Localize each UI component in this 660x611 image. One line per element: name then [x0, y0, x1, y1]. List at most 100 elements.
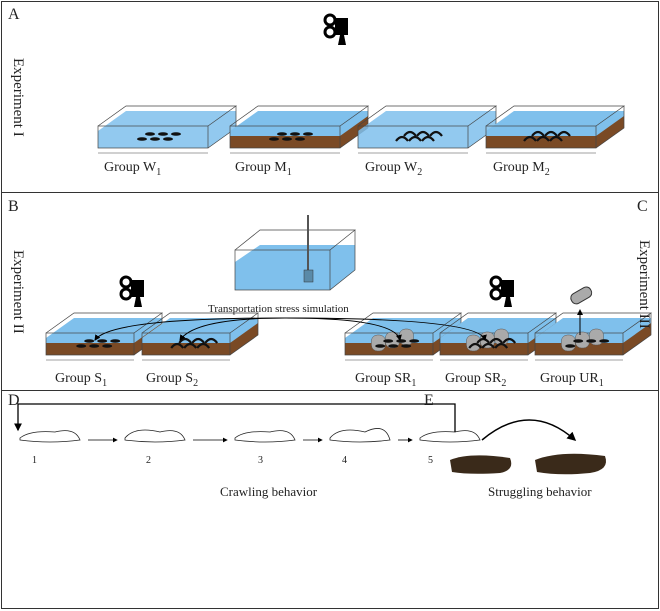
sea-cucumber [170, 342, 185, 349]
sea-cucumber [450, 455, 512, 474]
sea-cucumber [573, 339, 584, 343]
tank [357, 105, 498, 154]
tank-edge [97, 105, 238, 127]
camera-reel [323, 25, 337, 39]
sea-cucumber [97, 339, 108, 343]
tank [229, 105, 370, 154]
shelter-tube [561, 334, 576, 352]
tank-edge [595, 106, 625, 149]
sea-cucumber [396, 339, 407, 343]
camera-icon [323, 13, 348, 45]
tank [141, 312, 260, 361]
group-label: Group M1 [235, 160, 292, 178]
sea-cucumber [383, 339, 394, 343]
sea-cucumber [536, 135, 550, 142]
sea-cucumber [416, 130, 430, 137]
sea-cucumber [171, 132, 181, 136]
shelter-tube [371, 334, 386, 352]
tank-edge [97, 125, 209, 149]
step-number: 1 [32, 455, 37, 466]
sea-cucumber [409, 339, 420, 343]
tank-edge [229, 125, 341, 149]
tank-edge [229, 313, 259, 356]
flow-arrow [179, 317, 286, 341]
sea-cucumber [531, 130, 545, 137]
tank [534, 312, 653, 361]
tank-edge [344, 312, 463, 334]
panel-de [1, 390, 659, 609]
camera-body [335, 18, 348, 35]
sea-cucumber [282, 137, 292, 141]
tank-edge [357, 105, 498, 127]
group-label: Group M2 [493, 160, 550, 178]
sea-cucumber [295, 137, 305, 141]
sea-cucumber [549, 135, 563, 142]
sea-cucumber [269, 137, 279, 141]
sea-cucumber [401, 344, 412, 348]
sea-cucumber [489, 337, 504, 344]
sea-cucumber [158, 132, 168, 136]
group-label: Group SR1 [355, 371, 417, 389]
group-label: Group W2 [365, 160, 423, 178]
sea-cucumber-outline [234, 430, 296, 443]
camera-stand [338, 35, 346, 45]
experiment-1-label: Experiment I [10, 58, 26, 137]
sea-cucumber [599, 339, 610, 343]
flow-arrow [94, 317, 286, 341]
tank-edge [45, 312, 164, 334]
tank-edge [141, 332, 231, 356]
sea-cucumber [523, 135, 537, 142]
tank-edge [357, 125, 469, 149]
camera-icon [489, 275, 514, 307]
sea-cucumber [204, 337, 219, 344]
tank-edge [622, 313, 652, 356]
water [235, 245, 355, 290]
tank-edge [439, 312, 558, 334]
water [142, 318, 258, 343]
water [46, 318, 162, 343]
group-label: Group S1 [55, 371, 108, 389]
camera-reel [119, 275, 133, 289]
sea-cucumber [557, 130, 571, 137]
tank [485, 105, 626, 154]
water [358, 111, 496, 148]
group-label: Group UR1 [540, 371, 604, 389]
sea-cucumber [403, 130, 417, 137]
tank-edge [485, 105, 626, 127]
sea-cucumber-outline [124, 429, 186, 443]
sea-cucumber [150, 137, 160, 141]
sea-cucumber [586, 339, 597, 343]
tank-edge [234, 249, 331, 291]
sea-cucumber-outline [419, 430, 481, 443]
camera-reel [489, 275, 503, 289]
water [98, 111, 236, 148]
camera-stand [504, 297, 512, 307]
sea-cucumber [163, 137, 173, 141]
tank [45, 312, 164, 361]
sea-cucumber [408, 135, 422, 142]
transport-label: Transportation stress simulation [208, 303, 349, 315]
crawl-label: Crawling behavior [220, 484, 318, 499]
sea-cucumber [502, 337, 517, 344]
sea-cucumber [84, 339, 95, 343]
tank [97, 105, 238, 154]
air-stone [303, 269, 314, 283]
experiment-2-label: Experiment II [10, 250, 26, 334]
sea-cucumber [89, 344, 100, 348]
sea-cucumber [535, 453, 606, 475]
sea-cucumber [395, 135, 409, 142]
tank-edge [534, 312, 653, 334]
step-number: 4 [342, 455, 347, 466]
sea-cucumber [191, 337, 206, 344]
group-label: Group W1 [104, 160, 162, 178]
sea-cucumber [290, 132, 300, 136]
step-number: 3 [258, 455, 263, 466]
sea-cucumber [494, 342, 509, 349]
tank [344, 312, 463, 361]
camera-reel [323, 13, 337, 27]
struggle-label: Struggling behavior [488, 484, 592, 499]
sea-cucumber [481, 342, 496, 349]
water [486, 111, 624, 136]
panel-label-b: B [8, 198, 19, 215]
